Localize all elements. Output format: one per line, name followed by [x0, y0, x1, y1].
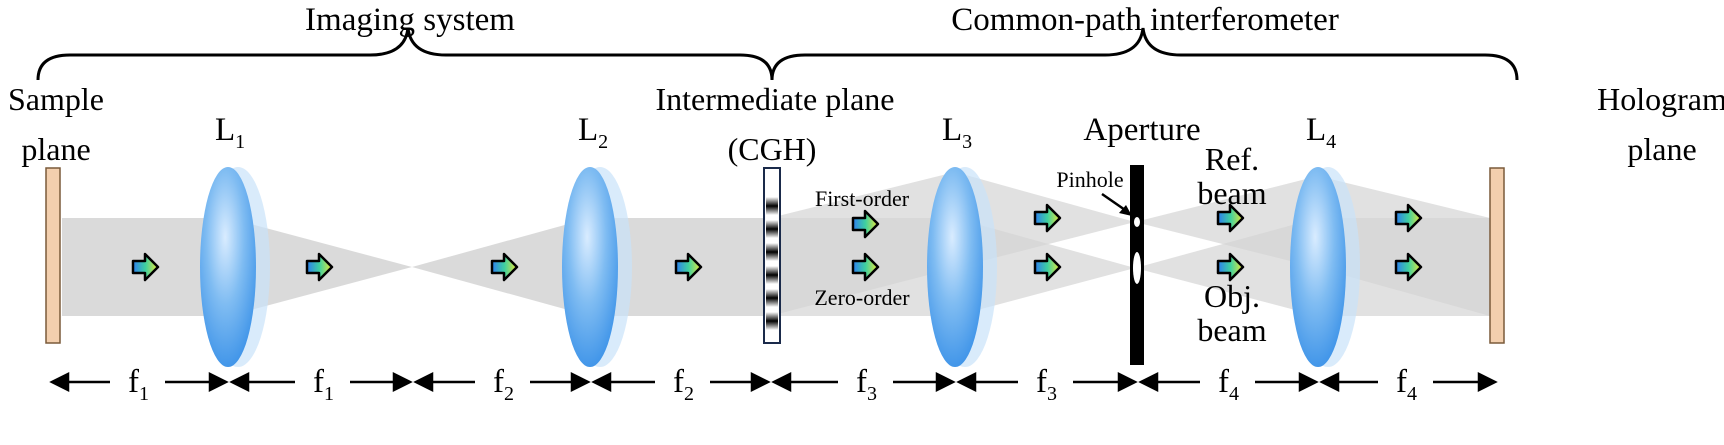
focal-label: f1 — [313, 364, 334, 405]
propagation-arrow — [1033, 203, 1062, 233]
zero-order-label: Zero-order — [814, 285, 910, 310]
aperture-plate — [1130, 165, 1144, 365]
propagation-arrow — [305, 252, 334, 282]
brace-imaging-system — [36, 27, 774, 81]
hologram-plane-label-line1: Hologram — [1597, 81, 1724, 117]
ref-beam-label-line1: Ref. — [1205, 141, 1259, 177]
propagation-arrow — [1216, 252, 1245, 282]
beam-paths — [62, 172, 1490, 316]
focal-label: f4 — [1396, 364, 1417, 405]
focal-label: f2 — [673, 364, 694, 405]
propagation-arrow — [131, 252, 160, 282]
lens-l1-label: L1 — [215, 112, 245, 153]
focal-length-dimensions — [49, 371, 1498, 393]
brace-common-path — [770, 27, 1519, 81]
propagation-arrow — [1216, 203, 1245, 233]
pinhole-label: Pinhole — [1056, 167, 1123, 192]
focal-label: f1 — [128, 364, 149, 405]
lens-l1 — [200, 167, 270, 367]
focal-label: f3 — [1036, 364, 1057, 405]
propagation-arrow — [851, 252, 880, 282]
first-order-label: First-order — [815, 186, 910, 211]
pinhole — [1134, 217, 1140, 227]
lens-l3 — [927, 167, 997, 367]
aperture-label: Aperture — [1083, 112, 1200, 148]
lens-l3-label: L3 — [942, 112, 972, 153]
propagation-arrow — [1033, 252, 1062, 282]
lens-l4-label: L4 — [1306, 112, 1336, 153]
obj-beam-label-line2: beam — [1197, 312, 1266, 348]
hologram-plane-label-line2: plane — [1627, 131, 1696, 167]
cgh-grating — [763, 167, 781, 344]
propagation-arrow — [851, 209, 880, 239]
focal-label: f3 — [856, 364, 877, 405]
section-braces — [36, 27, 1519, 81]
propagation-arrow — [490, 252, 519, 282]
sample-plane-label-line2: plane — [21, 131, 90, 167]
ref-beam-label-line2: beam — [1197, 175, 1266, 211]
propagation-arrow — [1394, 252, 1423, 282]
lens-l2-label: L2 — [578, 112, 608, 153]
focal-label: f4 — [1218, 364, 1239, 405]
hologram-plane — [1489, 167, 1505, 344]
lens-l4 — [1290, 167, 1360, 367]
intermediate-plane-label-line1: Intermediate plane — [656, 81, 895, 117]
propagation-arrow — [674, 252, 703, 282]
focal-label: f2 — [493, 364, 514, 405]
propagation-arrow — [1394, 203, 1423, 233]
sample-plane-label-line1: Sample — [8, 81, 104, 117]
pinhole-pointer-arrowhead — [1119, 205, 1132, 216]
label-common-path-interferometer: Common-path interferometer — [951, 2, 1339, 38]
obj-beam-label-line1: Obj. — [1204, 278, 1260, 314]
intermediate-plane-label-line2: (CGH) — [728, 131, 817, 167]
lens-l2 — [562, 167, 632, 367]
propagation-arrows — [131, 203, 1423, 282]
sample-plane — [45, 167, 61, 344]
object-opening — [1133, 252, 1141, 284]
label-imaging-system: Imaging system — [305, 2, 515, 38]
